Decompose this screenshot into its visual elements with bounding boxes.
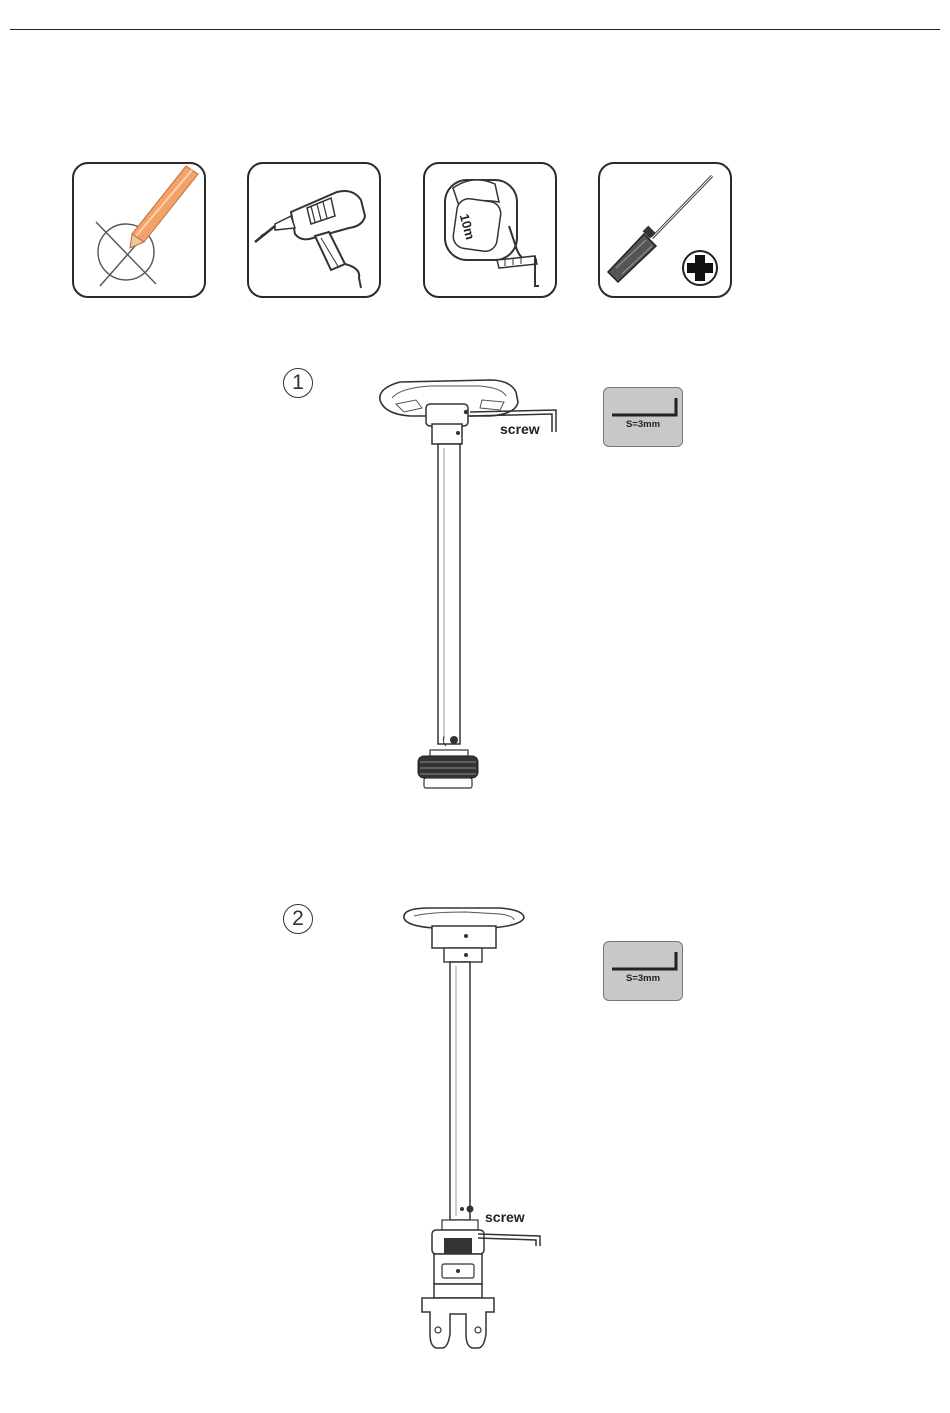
- step-1-pole-illustration: [370, 370, 580, 795]
- tool-marking-pencil: [72, 162, 206, 298]
- step-1-number: 1: [283, 368, 313, 398]
- tool-drill: [247, 162, 381, 298]
- tool-screwdriver: [598, 162, 732, 298]
- drill-icon: [249, 164, 379, 296]
- hex-key-size-label: S=3mm: [604, 419, 682, 430]
- step-2-pole-illustration: [370, 900, 580, 1360]
- tape-measure-icon: 10m: [425, 164, 555, 296]
- phillips-screwdriver-icon: [600, 164, 730, 296]
- tool-tape-measure: 10m: [423, 162, 557, 298]
- pencil-mark-icon: [74, 164, 204, 296]
- step-1-hex-key-badge: S=3mm: [603, 387, 683, 447]
- hex-key-icon: [604, 942, 682, 1000]
- header-rule: [10, 29, 940, 30]
- step-2-hex-key-badge: S=3mm: [603, 941, 683, 1001]
- hex-key-icon: [604, 388, 682, 446]
- hex-key-size-label: S=3mm: [604, 973, 682, 984]
- step-2-screw-label: screw: [485, 1209, 525, 1225]
- step-1-screw-label: screw: [500, 421, 540, 437]
- step-2-number: 2: [283, 904, 313, 934]
